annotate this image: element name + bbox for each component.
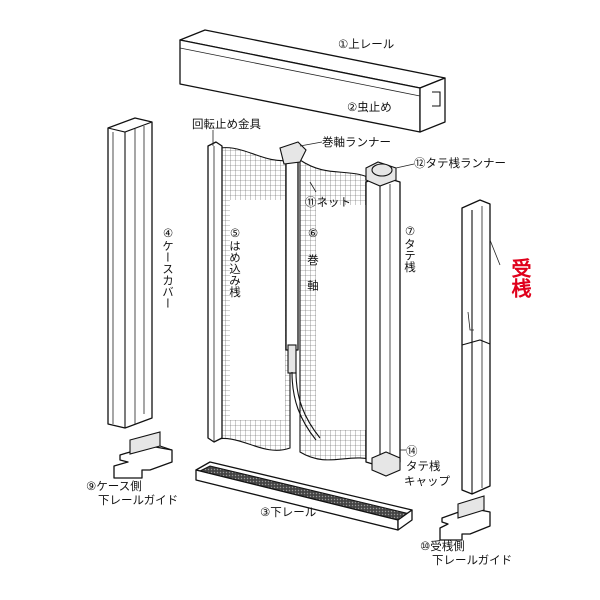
- receiver-side-guide-part: [439, 495, 491, 541]
- leader-lines: [212, 130, 501, 451]
- label-vertical-bar: ⑦タテ桟: [403, 224, 417, 273]
- inset-bar-part: [207, 141, 223, 443]
- label-rotation-stop: 回転止め金具: [192, 117, 261, 131]
- label-cap-number: ⑭: [406, 444, 418, 458]
- label-upper-rail: ①上レール: [338, 37, 394, 51]
- case-side-guide-part: [113, 431, 173, 479]
- label-case-cover: ④ケースカバー: [161, 226, 175, 309]
- label-vertical-runner: ⑫タテ桟ランナー: [414, 156, 506, 170]
- label-lower-rail: ③下レール: [260, 505, 316, 519]
- upper-rail-part: [179, 29, 446, 133]
- receiver-bar-part: [461, 199, 491, 495]
- label-cap-line2: キャップ: [404, 474, 450, 488]
- label-cap-line1: タテ桟: [406, 459, 441, 473]
- vertical-bar-part: [365, 161, 401, 477]
- label-inset-bar: ⑤はめ込み桟: [228, 226, 242, 298]
- label-roll-shaft: ⑥巻軸: [306, 226, 320, 305]
- label-insect-stop: ②虫止め: [347, 100, 392, 114]
- net-mesh-part: [211, 147, 379, 463]
- label-net: ⑪ネット: [305, 195, 351, 209]
- label-receiver-bar: 受桟: [508, 257, 532, 298]
- label-receiver-guide-line1: ⑩受桟側: [420, 539, 465, 553]
- roll-shaft-part: [279, 141, 321, 441]
- label-shaft-runner: 巻軸ランナー: [322, 135, 391, 149]
- lower-rail-part: [195, 461, 413, 531]
- label-case-guide-line2: 下レールガイド: [98, 493, 178, 507]
- label-receiver-guide-line2: 下レールガイド: [432, 553, 512, 567]
- label-case-guide-line1: ⑨ケース側: [86, 479, 142, 493]
- case-cover-part: [107, 117, 153, 429]
